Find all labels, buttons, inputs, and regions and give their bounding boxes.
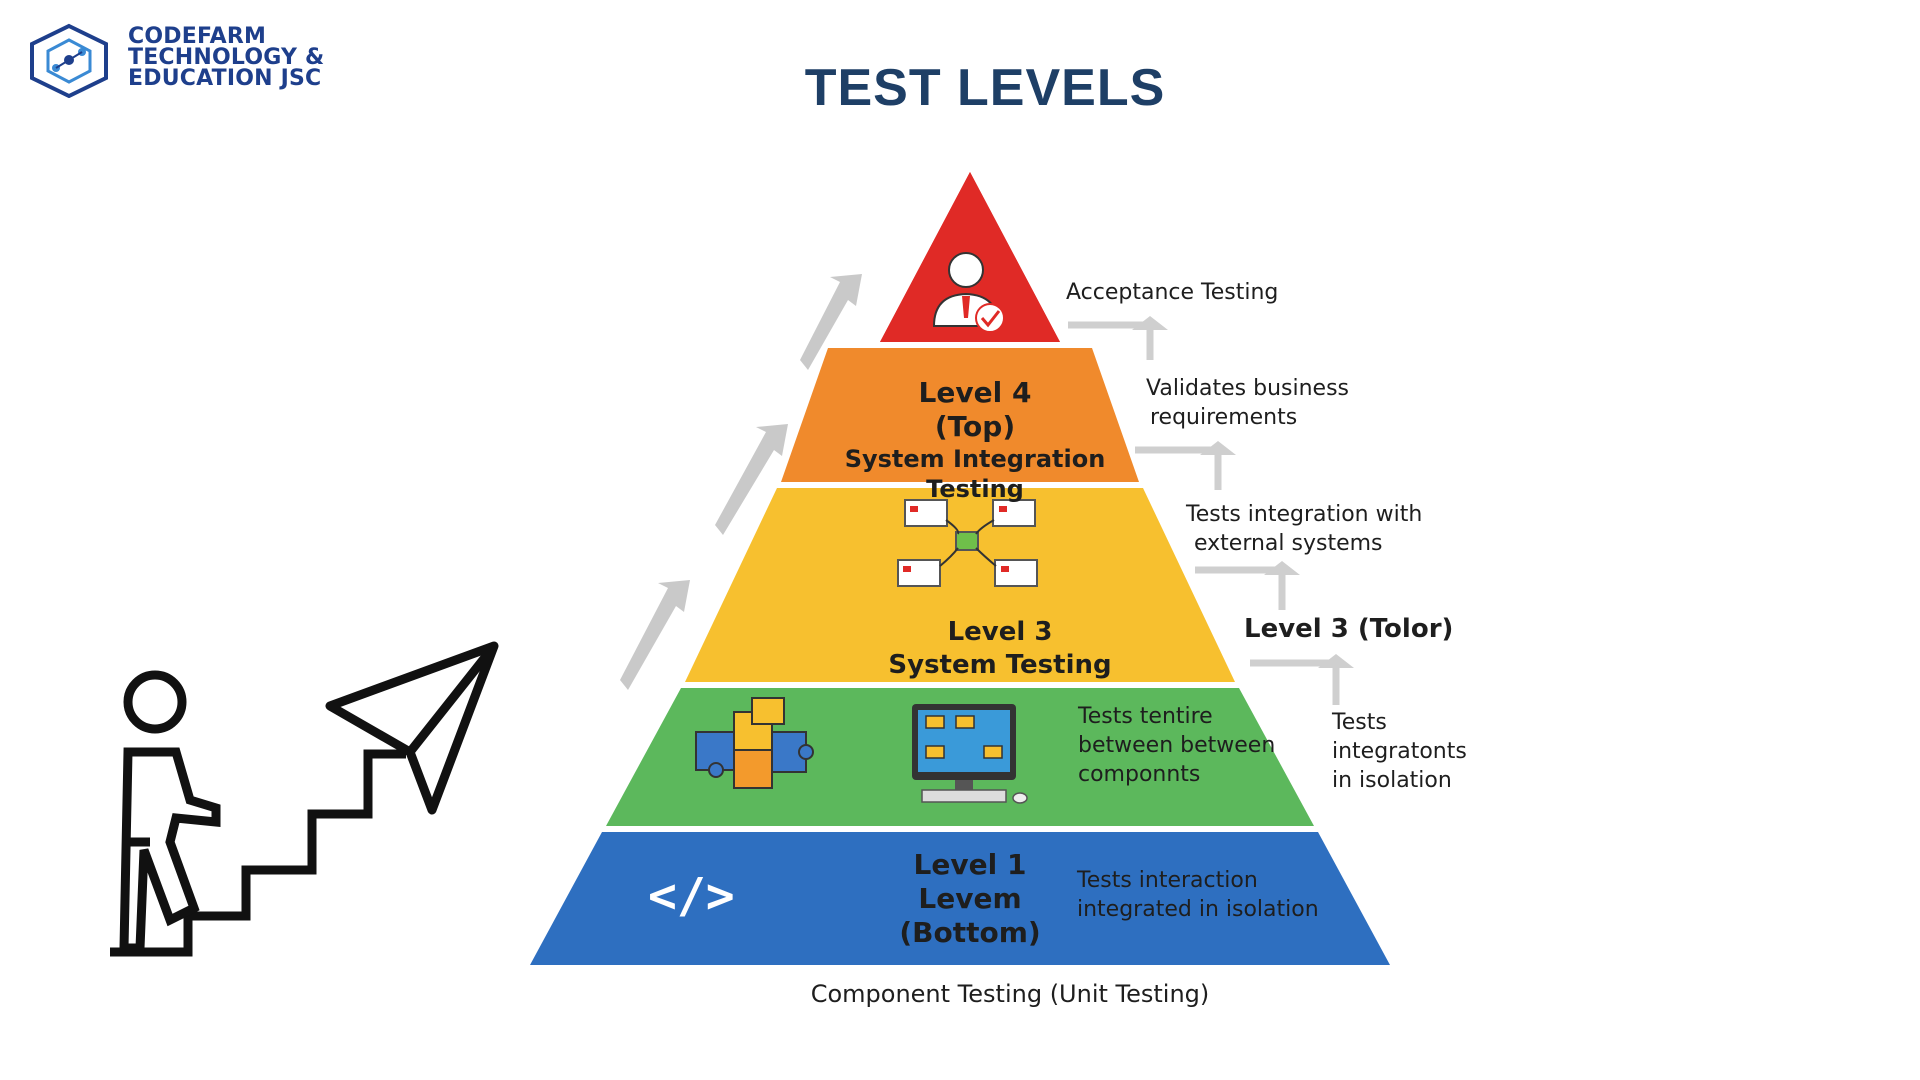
company-line-1: CODEFARM bbox=[128, 24, 267, 49]
annotation-integration-2: external systems bbox=[1194, 531, 1383, 556]
tier-3-line-1: Level 3 bbox=[947, 617, 1053, 647]
tier-4 bbox=[781, 348, 1139, 482]
page-title: TEST LEVELS bbox=[804, 59, 1166, 117]
annotation-validates-1: Validates business bbox=[1146, 376, 1349, 401]
tier-1-line-3: (Bottom) bbox=[899, 916, 1041, 949]
tier-1-line-2: Levem bbox=[918, 882, 1022, 915]
tier-1-description: Tests interaction integrated in isolatio… bbox=[1077, 866, 1319, 924]
tier-1-bottom bbox=[530, 832, 1390, 965]
base-label: Component Testing (Unit Testing) bbox=[810, 980, 1210, 1008]
tier-3-label: Level 3 System Testing bbox=[880, 616, 1120, 682]
tier-1-label: Level 1 Levem (Bottom) bbox=[880, 848, 1060, 950]
tier-1-desc-1: Tests interaction bbox=[1077, 868, 1258, 893]
tier-1-desc-2: integrated in isolation bbox=[1077, 897, 1319, 922]
annotation-isolation: Tests integratonts in isolation bbox=[1332, 708, 1467, 795]
annotation-isolation-1: Tests bbox=[1332, 710, 1387, 735]
tier-1-line-1: Level 1 bbox=[913, 848, 1027, 881]
tier-2-description: Tests tentire between between componnts bbox=[1078, 702, 1275, 789]
tier-2-desc-1: Tests tentire bbox=[1078, 704, 1213, 729]
stairs-climber-icon bbox=[110, 670, 406, 957]
tier-3 bbox=[685, 488, 1235, 682]
tier-3-line-2: System Testing bbox=[888, 650, 1112, 680]
computer-icon bbox=[912, 704, 1028, 804]
annotation-level3: Level 3 (Tolor) bbox=[1244, 614, 1454, 644]
tier-2-desc-3: componnts bbox=[1078, 762, 1201, 787]
puzzle-icon bbox=[695, 697, 814, 789]
code-icon: </> bbox=[648, 868, 735, 924]
company-name: CODEFARM TECHNOLOGY & EDUCATION JSC bbox=[128, 24, 325, 91]
user-check-icon bbox=[932, 252, 1005, 333]
annotation-validates: Validates business requirements bbox=[1146, 374, 1349, 432]
tier-4-line-3: System Integration Testing bbox=[844, 445, 1106, 503]
up-arrow-icon bbox=[620, 274, 862, 690]
tier-4-line-1: Level 4 bbox=[918, 376, 1032, 409]
company-line-3: EDUCATION JSC bbox=[128, 66, 322, 91]
annotation-integration-1: Tests integration with bbox=[1186, 502, 1423, 527]
annotation-validates-2: requirements bbox=[1150, 405, 1298, 430]
annotation-isolation-2: integratonts bbox=[1332, 739, 1467, 764]
network-flow-icon bbox=[897, 499, 1038, 587]
annotation-acceptance: Acceptance Testing bbox=[1066, 280, 1279, 305]
paper-plane-icon bbox=[325, 641, 499, 815]
tier-4-label: Level 4 (Top) System Integration Testing bbox=[810, 376, 1140, 504]
logo-hexagon-icon bbox=[30, 23, 108, 98]
tier-2-desc-2: between between bbox=[1078, 733, 1276, 758]
tier-4-line-2: (Top) bbox=[934, 410, 1016, 443]
annotation-isolation-3: in isolation bbox=[1332, 768, 1452, 793]
company-line-2: TECHNOLOGY & bbox=[128, 45, 325, 70]
annotation-integration: Tests integration with external systems bbox=[1186, 500, 1422, 558]
